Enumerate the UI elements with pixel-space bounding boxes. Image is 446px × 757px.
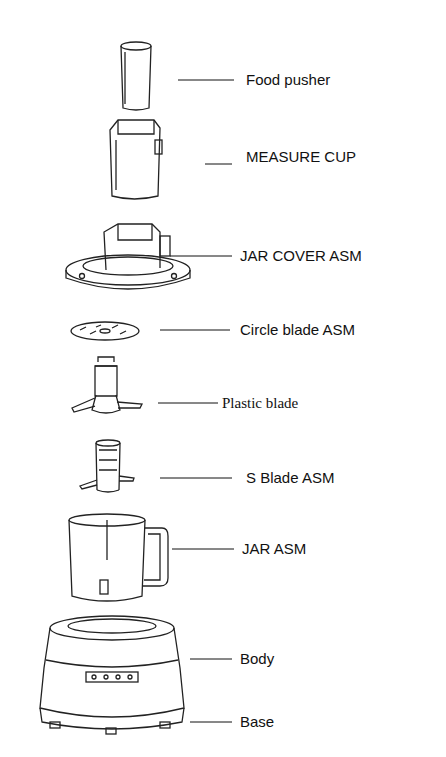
part-label: Body <box>240 650 274 668</box>
measure-cup-drawing <box>110 120 162 199</box>
part-label: Plastic blade <box>222 394 298 412</box>
s-blade-drawing <box>80 440 134 492</box>
jar-drawing <box>69 514 168 601</box>
part-label: MEASURE CUP <box>246 148 356 166</box>
part-label: JAR COVER ASM <box>240 247 362 265</box>
circle-blade-drawing <box>71 322 139 340</box>
part-label: Food pusher <box>246 71 330 89</box>
body-drawing <box>40 616 184 717</box>
part-label: JAR ASM <box>242 540 306 558</box>
base-drawing <box>40 708 184 734</box>
part-label: Circle blade ASM <box>240 321 355 339</box>
part-label: Base <box>240 713 274 731</box>
part-label: S Blade ASM <box>246 469 334 487</box>
food-pusher-drawing <box>121 42 151 110</box>
plastic-blade-drawing <box>72 357 142 413</box>
